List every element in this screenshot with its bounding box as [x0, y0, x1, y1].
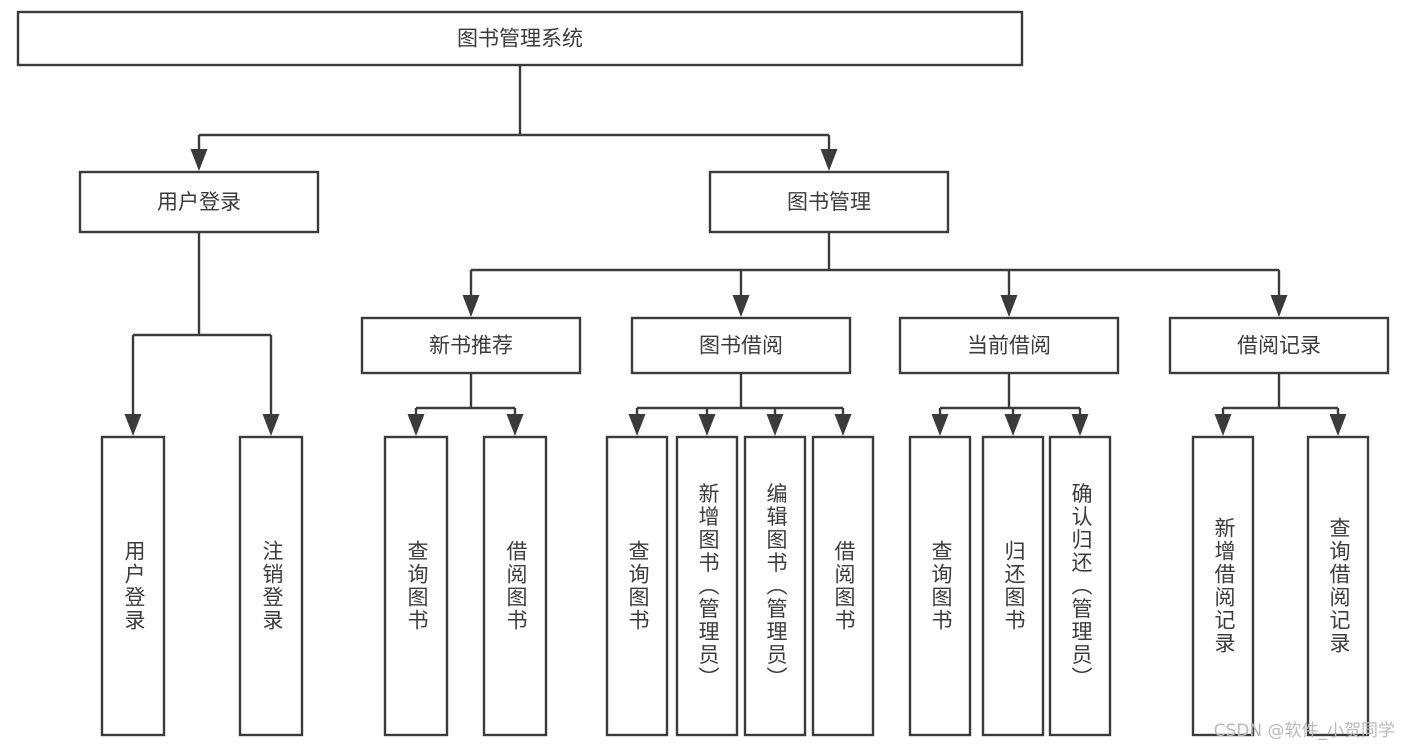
node-label: 图书管理 — [787, 190, 871, 214]
arrow-head-icon — [1214, 414, 1232, 436]
node-leaf-query-record[interactable]: 查询借阅记录 — [1306, 435, 1370, 737]
node-label: 图书管理系统 — [457, 27, 583, 51]
node-label: 确认归还（管理员） — [1069, 483, 1093, 690]
arrow-head-icon — [732, 295, 750, 317]
node-box — [743, 435, 807, 737]
node-leaf-add-record[interactable]: 新增借阅记录 — [1191, 435, 1255, 737]
node-box — [1048, 435, 1112, 737]
node-label: 借阅图书 — [504, 540, 528, 632]
arrow-head-icon — [628, 414, 646, 436]
arrow-head-icon — [766, 414, 784, 436]
arrow-head-icon — [1071, 414, 1089, 436]
node-label: 图书借阅 — [699, 334, 783, 358]
node-box — [630, 316, 852, 375]
node-book-manage[interactable]: 图书管理 — [708, 170, 950, 234]
arrow-head-icon — [506, 414, 524, 436]
arrow-head-icon — [124, 414, 142, 436]
node-leaf-borrow-book[interactable]: 借阅图书 — [811, 435, 875, 737]
node-label: 新增图书（管理员） — [696, 483, 720, 690]
arrow-head-icon — [262, 414, 280, 436]
node-label: 用户登录 — [157, 190, 241, 214]
node-box — [100, 435, 166, 737]
node-box — [360, 316, 582, 375]
node-label: 查询借阅记录 — [1327, 517, 1351, 655]
node-label: 借阅记录 — [1237, 334, 1321, 358]
node-borrow-record[interactable]: 借阅记录 — [1168, 316, 1390, 375]
node-box — [811, 435, 875, 737]
node-book-borrow[interactable]: 图书借阅 — [630, 316, 852, 375]
arrow-head-icon — [698, 414, 716, 436]
node-box — [708, 170, 950, 234]
node-box — [981, 435, 1045, 737]
arrow-head-icon — [1329, 414, 1347, 436]
node-label: 归还图书 — [1002, 540, 1026, 632]
node-box — [482, 435, 548, 737]
node-leaf-add-book[interactable]: 新增图书（管理员） — [675, 435, 739, 737]
node-label: 用户登录 — [122, 540, 146, 632]
node-label: 查询图书 — [626, 540, 650, 632]
node-leaf-query-book-rec[interactable]: 查询图书 — [383, 435, 449, 737]
node-box — [1191, 435, 1255, 737]
node-box — [16, 10, 1024, 67]
node-label: 新书推荐 — [429, 334, 513, 358]
node-leaf-borrow-book-rec[interactable]: 借阅图书 — [482, 435, 548, 737]
node-box — [78, 170, 320, 234]
node-leaf-query-book-borrow[interactable]: 查询图书 — [605, 435, 669, 737]
node-leaf-confirm-return[interactable]: 确认归还（管理员） — [1048, 435, 1112, 737]
node-box — [908, 435, 972, 737]
node-user-login[interactable]: 用户登录 — [78, 170, 320, 234]
node-box — [675, 435, 739, 737]
node-box — [1168, 316, 1390, 375]
arrow-head-icon — [931, 414, 949, 436]
node-label: 查询图书 — [929, 540, 953, 632]
node-label: 注销登录 — [260, 540, 284, 632]
arrow-head-icon — [407, 414, 425, 436]
arrow-head-icon — [1000, 295, 1018, 317]
node-label: 编辑图书（管理员） — [764, 483, 788, 690]
node-box — [605, 435, 669, 737]
arrow-head-icon — [190, 149, 208, 171]
arrow-head-icon — [462, 295, 480, 317]
node-label: 查询图书 — [405, 540, 429, 632]
node-new-book-recommend[interactable]: 新书推荐 — [360, 316, 582, 375]
arrow-head-icon — [820, 149, 838, 171]
node-leaf-query-book-cur[interactable]: 查询图书 — [908, 435, 972, 737]
node-leaf-user-login[interactable]: 用户登录 — [100, 435, 166, 737]
arrow-head-icon — [834, 414, 852, 436]
node-leaf-return-book[interactable]: 归还图书 — [981, 435, 1045, 737]
node-root-system[interactable]: 图书管理系统 — [16, 10, 1024, 67]
node-current-borrow[interactable]: 当前借阅 — [898, 316, 1120, 375]
arrow-head-icon — [1270, 295, 1288, 317]
node-label: 新增借阅记录 — [1212, 517, 1236, 655]
node-box — [383, 435, 449, 737]
arrow-head-icon — [1004, 414, 1022, 436]
node-box — [238, 435, 304, 737]
node-box — [1306, 435, 1370, 737]
node-leaf-logout[interactable]: 注销登录 — [238, 435, 304, 737]
node-label: 借阅图书 — [832, 540, 856, 632]
node-leaf-edit-book[interactable]: 编辑图书（管理员） — [743, 435, 807, 737]
node-box — [898, 316, 1120, 375]
node-label: 当前借阅 — [967, 334, 1051, 358]
